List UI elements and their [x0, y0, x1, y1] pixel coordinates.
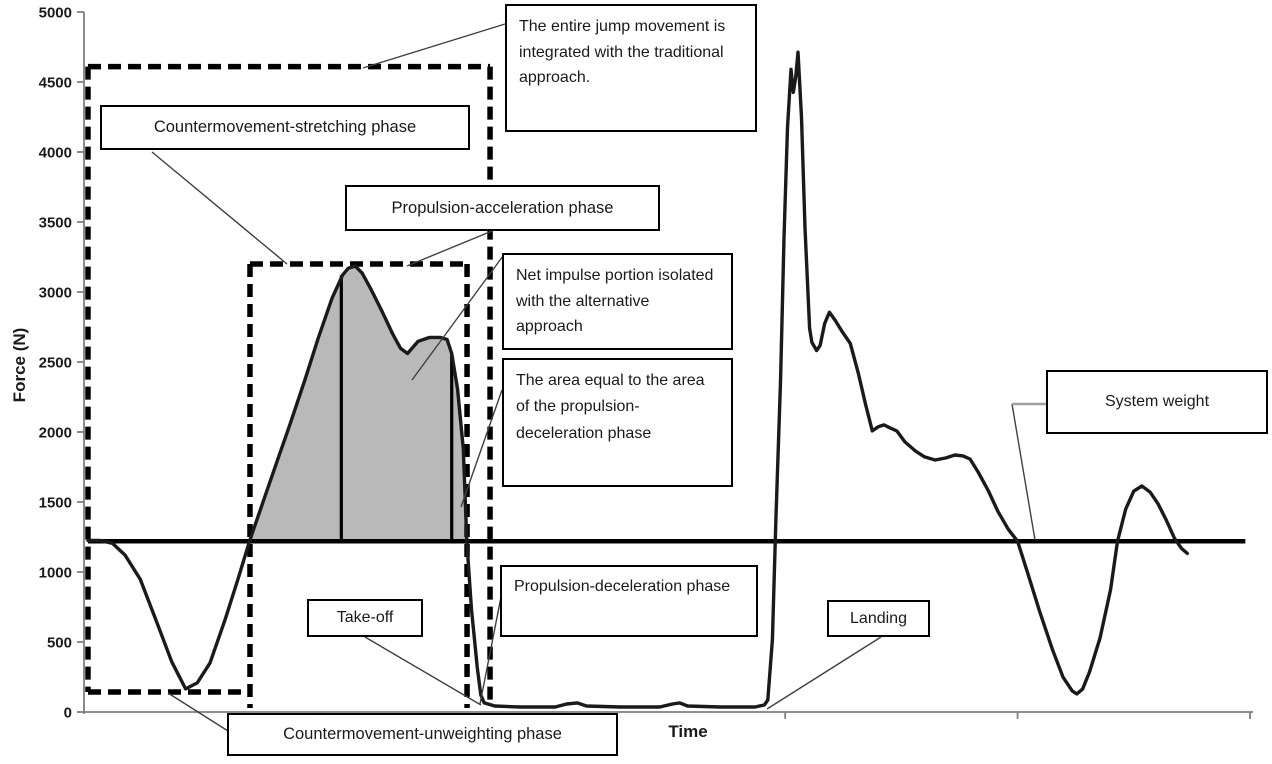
annotation-entire-jump: The entire jump movement is integrated w… [505, 4, 757, 132]
annotation-landing: Landing [827, 600, 930, 637]
net-impulse-shaded-area [249, 266, 468, 542]
annotation-area-equal: The area equal to the area of the propul… [502, 358, 733, 487]
y-axis-title: Force (N) [10, 327, 29, 403]
y-tick-label: 5000 [39, 5, 72, 22]
dashed-phase-rectangles [85, 63, 493, 708]
annotation-take-off: Take-off [307, 599, 423, 637]
y-tick-label: 3500 [39, 215, 72, 232]
y-tick-label: 0 [64, 705, 72, 722]
impulse-divider-lines [339, 275, 454, 542]
annotation-leader-lines [151, 23, 1046, 732]
annotation-propulsion-acceleration-phase: Propulsion-acceleration phase [345, 185, 660, 231]
axis-tick-labels: 0 500 1000 1500 2000 2500 3000 3500 4000 4500 5000 [39, 5, 72, 722]
y-tick-label: 500 [47, 635, 72, 652]
annotation-countermovement-unweighting-phase: Countermovement-unweighting phase [227, 713, 618, 756]
annotation-system-weight: System weight [1046, 370, 1268, 434]
annotation-propulsion-deceleration-phase: Propulsion-deceleration phase [500, 565, 758, 637]
annotation-countermovement-stretching-phase: Countermovement-stretching phase [100, 105, 470, 150]
y-tick-label: 2000 [39, 425, 72, 442]
y-tick-label: 2500 [39, 355, 72, 372]
axes [77, 11, 1253, 719]
annotation-net-impulse-portion: Net impulse portion isolated with the al… [502, 253, 733, 350]
y-tick-label: 4000 [39, 145, 72, 162]
y-tick-label: 3000 [39, 285, 72, 302]
y-tick-label: 1000 [39, 565, 72, 582]
y-tick-label: 4500 [39, 75, 72, 92]
y-tick-label: 1500 [39, 495, 72, 512]
x-axis-title: Time [668, 722, 707, 741]
force-curve [86, 50, 1189, 709]
